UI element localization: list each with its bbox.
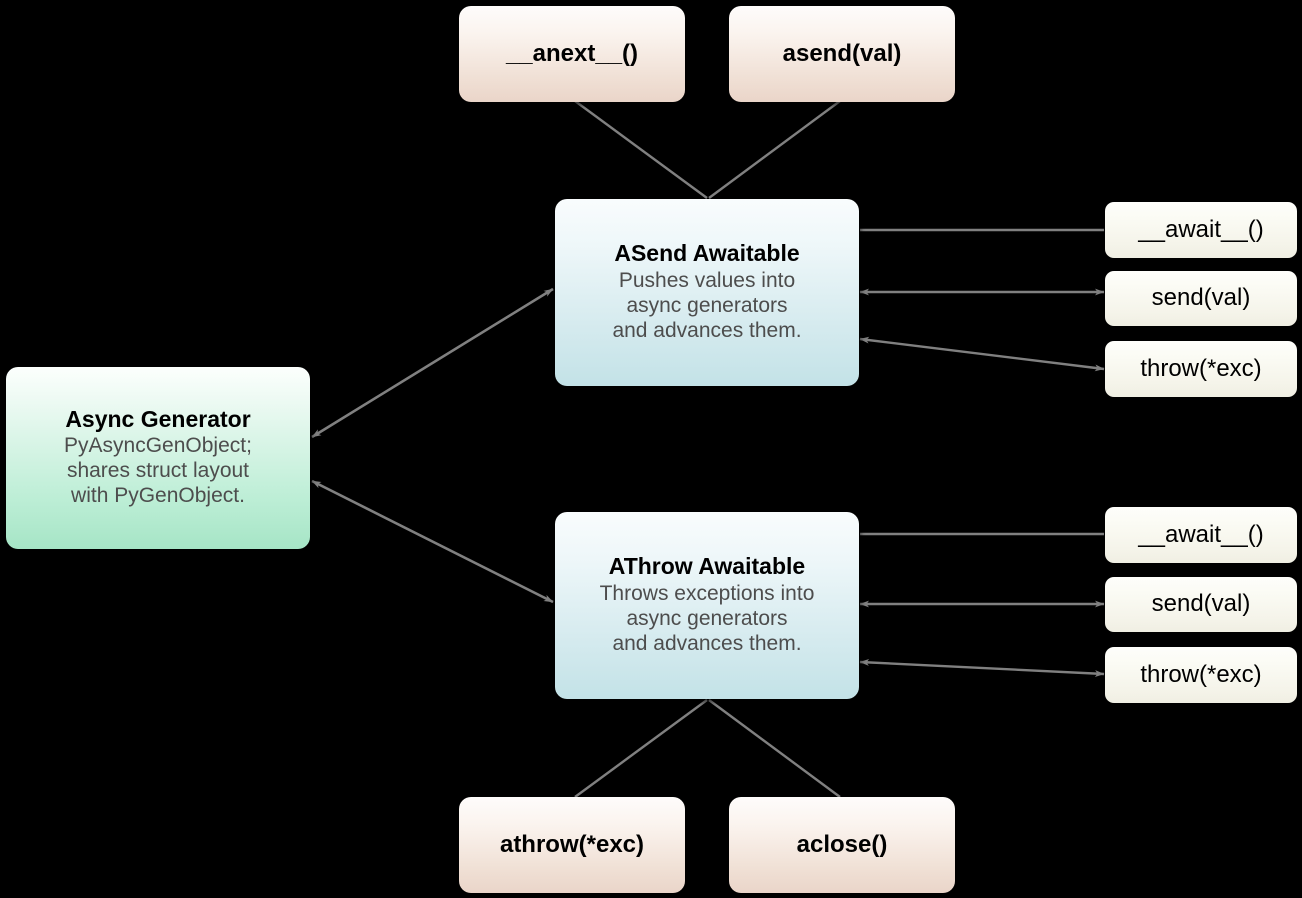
- edge-athrowexc-to-athrow: [574, 699, 708, 798]
- edge-generator-athrow: [311, 479, 554, 604]
- pill-label: throw(*exc): [1140, 660, 1262, 688]
- pill-athrow-throw[interactable]: throw(*exc): [1105, 647, 1297, 703]
- pill-asend-await[interactable]: __await__(): [1105, 202, 1297, 258]
- pill-athrow-send[interactable]: send(val): [1105, 577, 1297, 632]
- pill-athrow-await[interactable]: __await__(): [1105, 507, 1297, 563]
- edge-aclose-to-athrow: [708, 699, 841, 798]
- node-asend-method[interactable]: asend(val): [729, 6, 955, 102]
- edge-asendval-to-asend: [708, 100, 841, 199]
- node-label: aclose(): [796, 830, 888, 858]
- node-async-generator[interactable]: Async Generator PyAsyncGenObject; shares…: [6, 367, 310, 549]
- edge-anext-to-asend: [574, 100, 708, 199]
- node-description: Throws exceptions into async generators …: [599, 581, 815, 655]
- pill-label: throw(*exc): [1140, 354, 1262, 382]
- pill-label: send(val): [1151, 590, 1251, 618]
- node-label: asend(val): [782, 39, 902, 67]
- pill-label: send(val): [1151, 284, 1251, 312]
- node-description: PyAsyncGenObject; shares struct layout w…: [64, 434, 252, 508]
- node-label: athrow(*exc): [499, 830, 645, 858]
- node-athrow-method[interactable]: athrow(*exc): [459, 797, 685, 893]
- pill-label: __await__(): [1138, 215, 1264, 243]
- pill-label: __await__(): [1138, 520, 1264, 548]
- node-label: __anext__(): [505, 39, 639, 67]
- node-title: Async Generator: [65, 405, 251, 432]
- node-asend-awaitable[interactable]: ASend Awaitable Pushes values into async…: [555, 199, 859, 386]
- pill-asend-send[interactable]: send(val): [1105, 271, 1297, 326]
- node-anext-method[interactable]: __anext__(): [459, 6, 685, 102]
- node-title: ASend Awaitable: [614, 240, 800, 267]
- node-athrow-awaitable[interactable]: AThrow Awaitable Throws exceptions into …: [555, 512, 859, 699]
- edge-athrow-throw: [859, 659, 1105, 677]
- pill-asend-throw[interactable]: throw(*exc): [1105, 341, 1297, 397]
- node-description: Pushes values into async generators and …: [612, 268, 802, 342]
- node-aclose-method[interactable]: aclose(): [729, 797, 955, 893]
- edge-asend-throw: [859, 336, 1105, 372]
- node-title: AThrow Awaitable: [608, 553, 806, 580]
- edge-generator-asend: [311, 287, 554, 439]
